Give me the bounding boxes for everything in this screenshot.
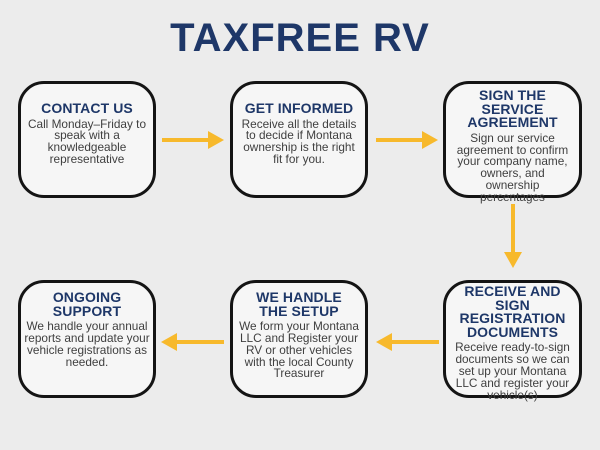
step-box-receive-sign-registration-documents: RECEIVE AND SIGN REGISTRATION DOCUMENTS … [443, 280, 582, 402]
arrow-shaft [511, 204, 515, 252]
step-box-ongoing-support: ONGOING SUPPORT We handle your annual re… [18, 280, 156, 398]
step-description: Sign our service agreement to confirm yo… [456, 130, 569, 204]
step-description: Call Monday–Friday to speak with a knowl… [27, 116, 147, 166]
arrow-head [376, 333, 392, 351]
step-description: We handle your annual reports and update… [24, 319, 150, 369]
flow-arrow-right-1-icon [162, 131, 224, 149]
step-box-sign-service-agreement: SIGN THE SERVICE AGREEMENT Sign our serv… [443, 81, 582, 203]
step-box-we-handle-the-setup: WE HANDLE THE SETUP We form your Montana… [230, 280, 368, 398]
step-description: Receive all the details to decide if Mon… [241, 116, 357, 166]
flow-arrow-left-2-icon [161, 333, 224, 351]
step-title: WE HANDLE THE SETUP [256, 289, 342, 319]
arrow-shaft [392, 340, 439, 344]
arrow-shaft [376, 138, 422, 142]
flow-arrow-left-1-icon [376, 333, 439, 351]
arrow-head [208, 131, 224, 149]
flow-arrow-right-2-icon [376, 131, 438, 149]
step-title: RECEIVE AND SIGN REGISTRATION DOCUMENTS [459, 283, 566, 340]
arrow-head [422, 131, 438, 149]
step-description: Receive ready-to-sign documents so we ca… [455, 340, 570, 402]
step-title: SIGN THE SERVICE AGREEMENT [467, 87, 558, 131]
step-description: We form your Montana LLC and Register yo… [239, 319, 359, 381]
step-box-contact-us: CONTACT US Call Monday–Friday to speak w… [18, 81, 156, 198]
page-title: TAXFREE RV [170, 16, 430, 60]
step-title: CONTACT US [41, 100, 133, 116]
step-title: GET INFORMED [244, 100, 354, 116]
arrow-head [504, 252, 522, 268]
step-box-get-informed: GET INFORMED Receive all the details to … [230, 81, 368, 198]
arrow-shaft [162, 138, 208, 142]
step-title: ONGOING SUPPORT [52, 289, 122, 319]
arrow-head [161, 333, 177, 351]
flow-arrow-down-icon [504, 204, 522, 268]
arrow-shaft [177, 340, 224, 344]
